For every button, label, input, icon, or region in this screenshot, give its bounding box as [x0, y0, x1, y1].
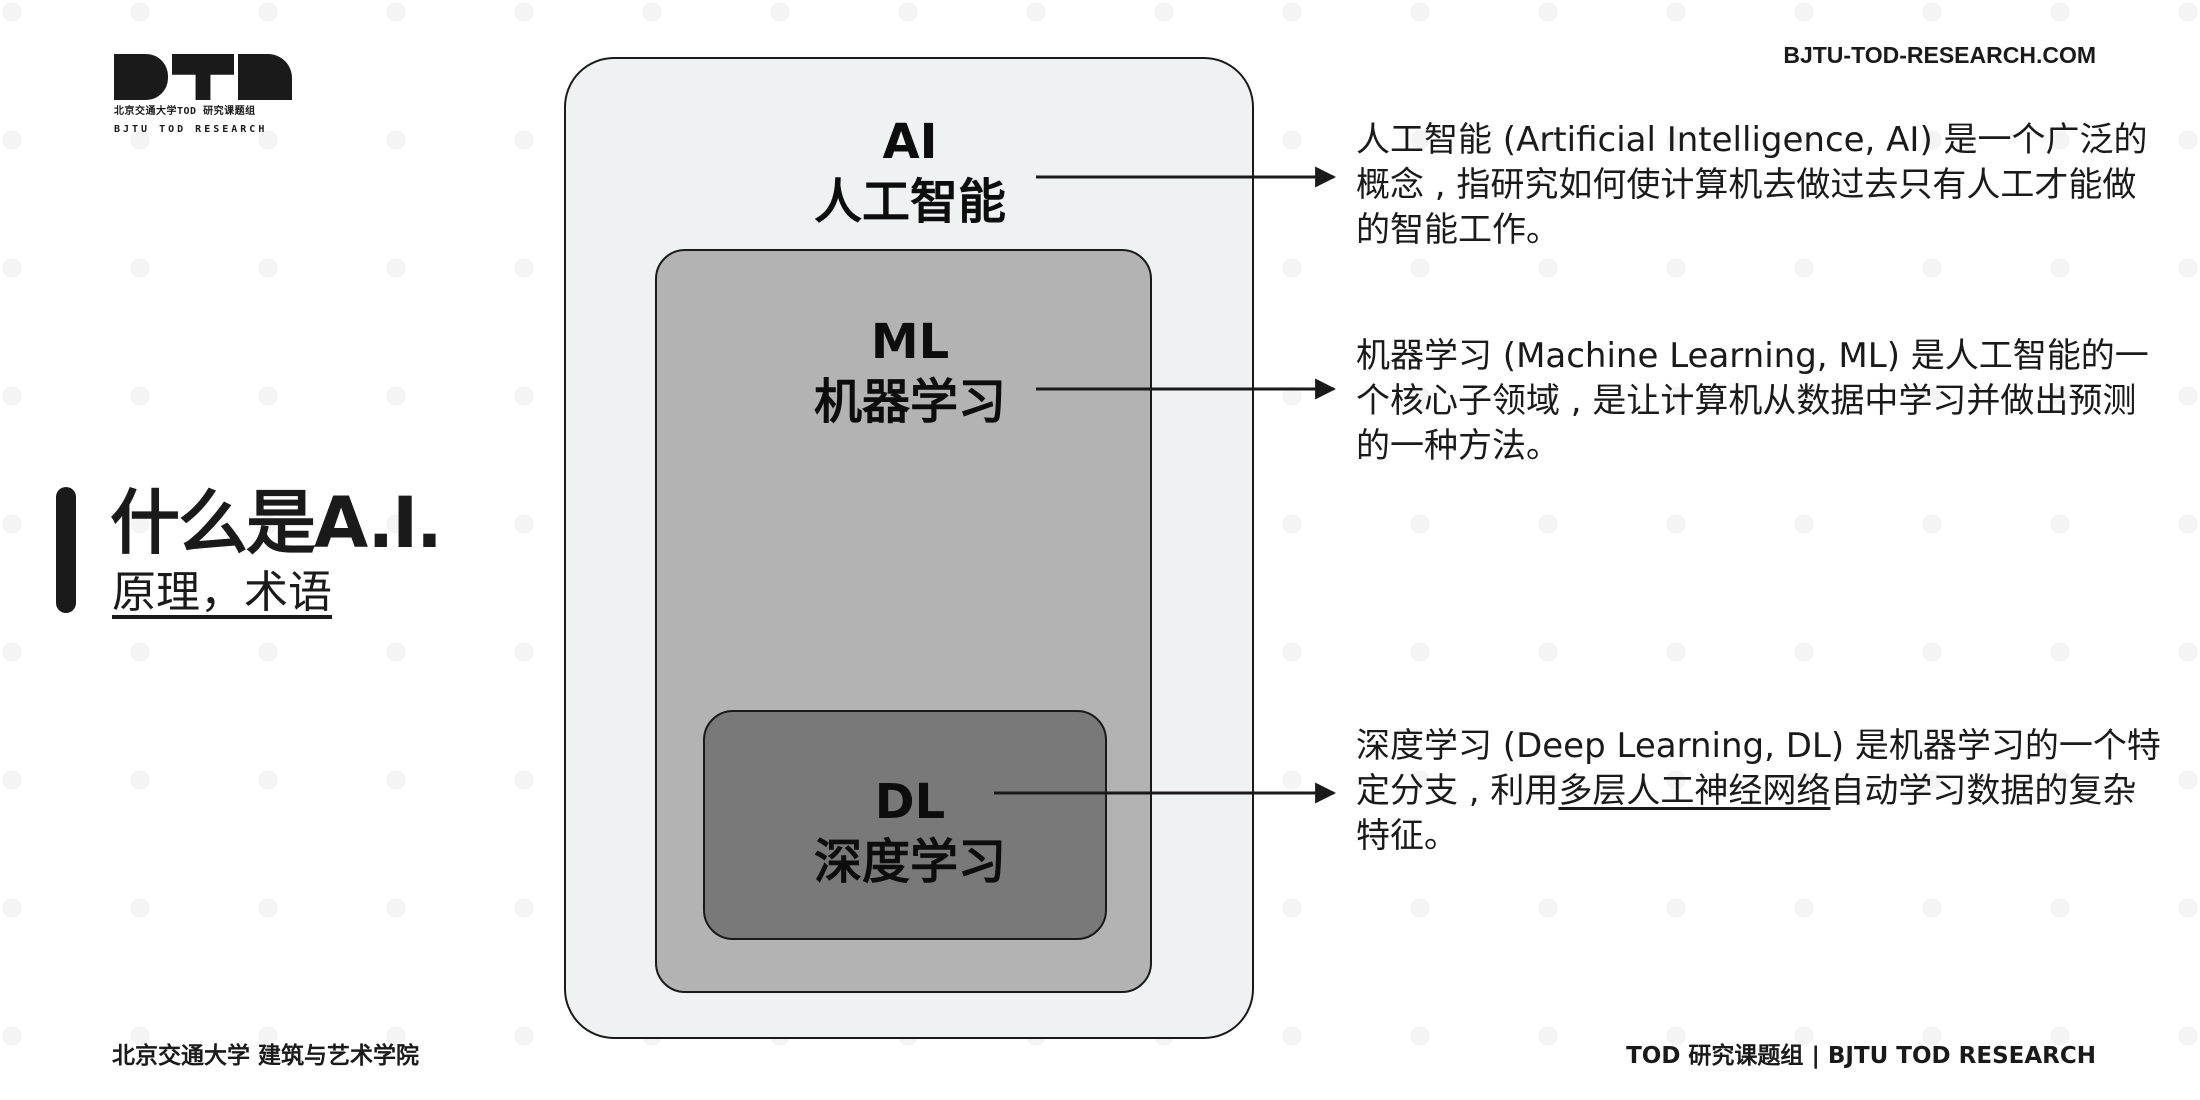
ml-abbr: ML [870, 314, 950, 370]
title-accent-bar [56, 487, 76, 613]
logo: 北京交通大学TOD 研究课题组 BJTU TOD RESEARCH [114, 54, 304, 136]
dl-description-start: 深度学习 (Deep Learning, DL) 是机器学习的一个特定分支 , … [1356, 726, 2161, 811]
logo-letter-r [238, 54, 292, 100]
page-subtitle: 原理，术语 [112, 567, 332, 618]
logo-mark [114, 54, 304, 100]
ai-abbr: AI [882, 114, 938, 170]
dl-label: DL 深度学习 [700, 772, 1120, 892]
page-title: 什么是A.I. [110, 482, 443, 564]
logo-subtitle-en: BJTU TOD RESEARCH [114, 124, 268, 135]
logo-subtitle-cn: 北京交通大学TOD 研究课题组 [114, 106, 256, 117]
ml-description: 机器学习 (Machine Learning, ML) 是人工智能的一个核心子领… [1356, 336, 2149, 466]
ml-name: 机器学习 [813, 374, 1006, 430]
logo-letter-b [114, 54, 168, 100]
site-url[interactable]: BJTU-TOD-RESEARCH.COM [1783, 42, 2096, 68]
dl-description-end: 自动学习数据的复杂特征。 [1356, 771, 2137, 856]
ai-description: 人工智能 (Artificial Intelligence, AI) 是一个广泛… [1356, 120, 2148, 250]
ai-label: AI 人工智能 [700, 112, 1120, 232]
footer-institution: 北京交通大学 建筑与艺术学院 [112, 1043, 420, 1069]
dl-container [703, 710, 1107, 940]
ai-name: 人工智能 [813, 174, 1006, 230]
dl-name: 深度学习 [813, 834, 1006, 890]
dl-description-link[interactable]: 多层人工神经网络 [1558, 771, 1831, 811]
dl-description: 深度学习 (Deep Learning, DL) 是机器学习的一个特定分支 , … [1356, 724, 2162, 859]
dl-abbr: DL [874, 774, 946, 830]
ml-label: ML 机器学习 [700, 312, 1120, 432]
footer-group: TOD 研究课题组 | BJTU TOD RESEARCH [1626, 1043, 2096, 1069]
